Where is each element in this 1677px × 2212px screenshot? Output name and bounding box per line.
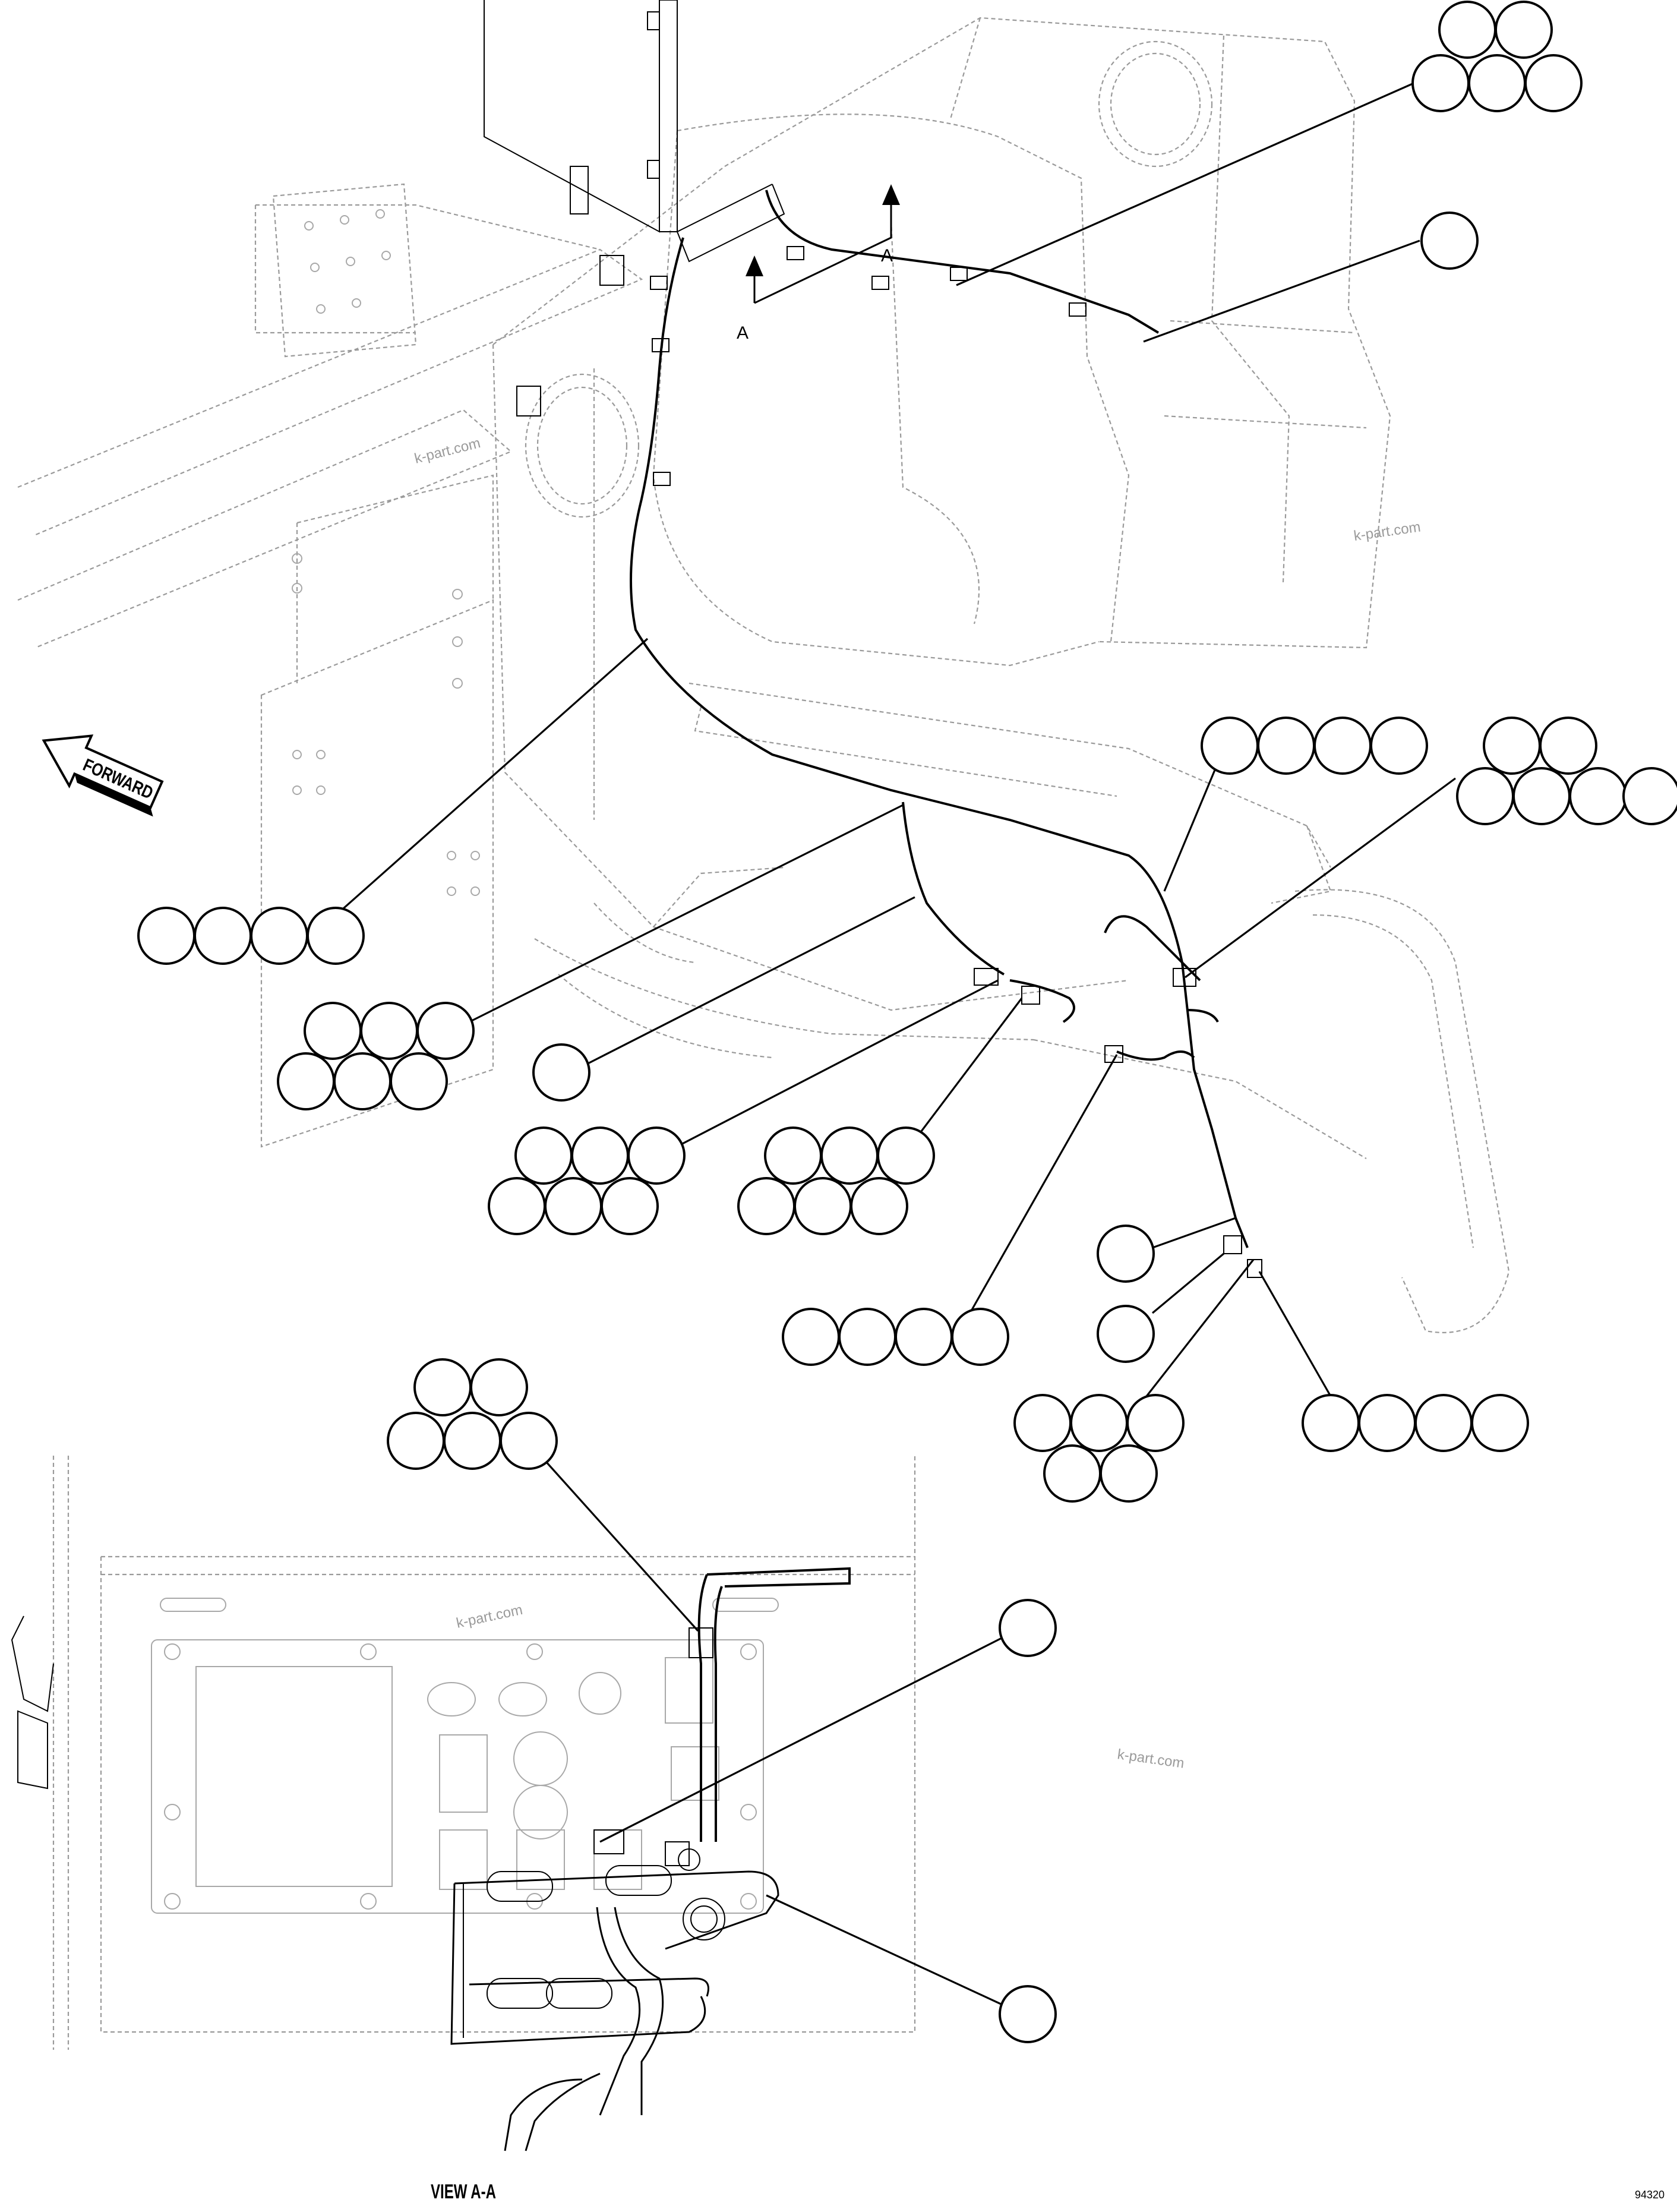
forward-arrow: FORWARD (42, 734, 164, 817)
leader-lines (331, 82, 1456, 2009)
wire-harness (630, 190, 1262, 1278)
callout-single (999, 1599, 1057, 1657)
callout-group-view (387, 1358, 558, 1470)
section-mark-right: A (881, 246, 893, 266)
callout-single (1097, 1305, 1155, 1363)
callout-group-row (1201, 717, 1428, 775)
watermark: k-part.com (1353, 519, 1422, 544)
callout-single (1420, 212, 1479, 270)
watermark: k-part.com (413, 435, 482, 467)
view-a-a-title: VIEW A-A (431, 2181, 496, 2203)
figure-id: 94320 (1635, 2189, 1665, 2201)
callout-group-left (137, 907, 365, 965)
watermark: k-part.com (1116, 1746, 1185, 1772)
section-line-a-a (746, 184, 900, 304)
harness-clip (650, 246, 1262, 1278)
callout-group (1013, 1394, 1185, 1503)
section-mark-left: A (737, 323, 749, 343)
callout-group (277, 1002, 475, 1110)
callout-group-right (1456, 717, 1677, 825)
callout-group (137, 1, 1677, 2043)
callout-single (999, 1985, 1057, 2043)
callout-group-row (782, 1308, 1009, 1366)
callout-single (1097, 1225, 1155, 1283)
callout-group-row (1302, 1394, 1529, 1452)
callout-single (532, 1043, 590, 1102)
callout-group (737, 1126, 935, 1235)
callout-group (488, 1126, 686, 1235)
machine-frame-outline (17, 17, 1510, 1333)
view-a-a-detail (11, 1456, 916, 2151)
watermark: k-part.com (455, 1602, 524, 1632)
control-box (484, 0, 785, 416)
callout-group-top-right (1411, 1, 1583, 112)
